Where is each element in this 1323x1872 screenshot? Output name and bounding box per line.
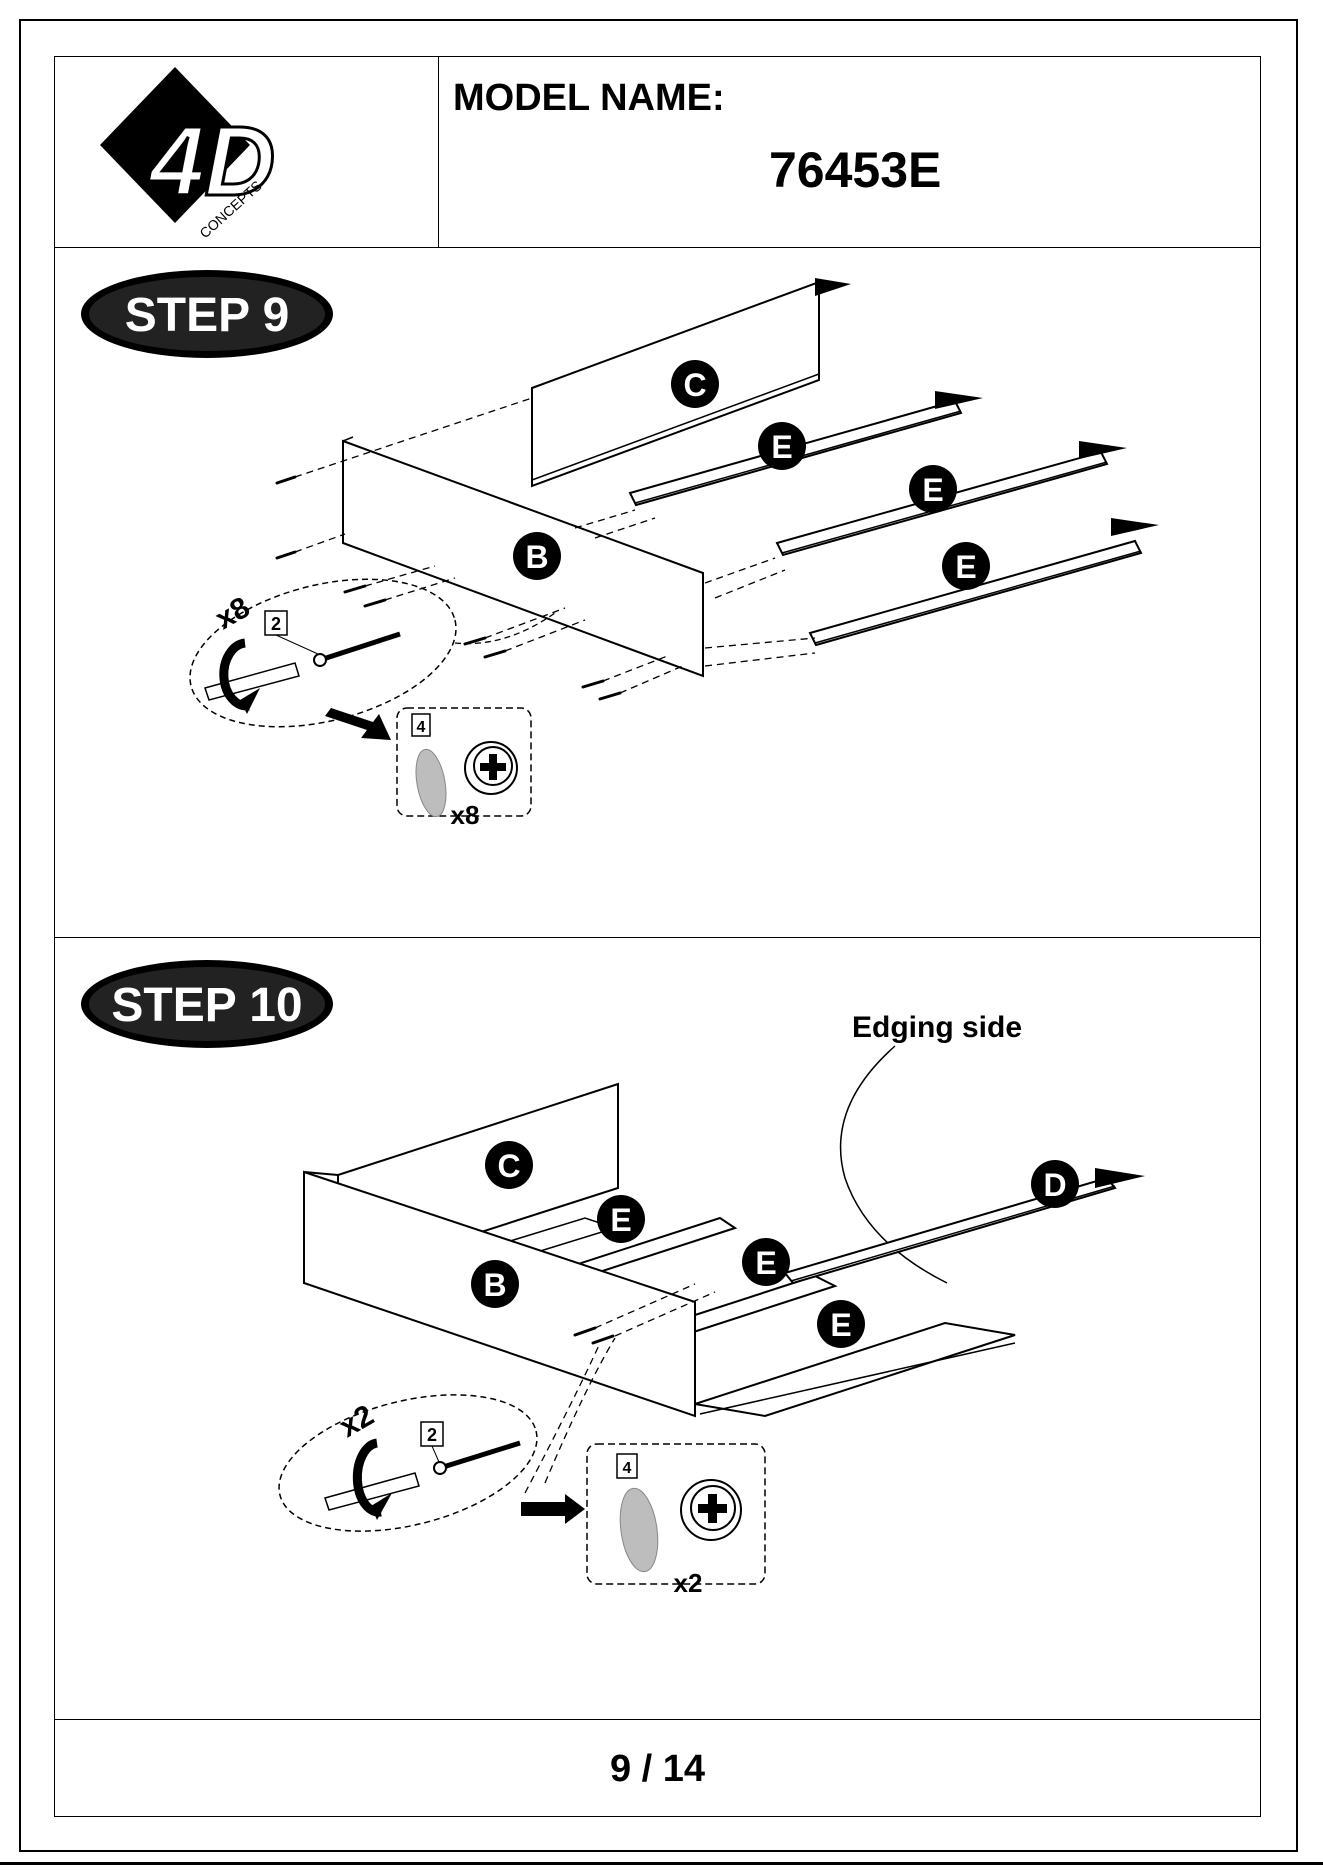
step-10-label-c: C (497, 1148, 520, 1184)
instruction-sheet: 4D CONCEPTS MODEL NAME: 76453E STEP 9 C … (54, 56, 1261, 1817)
model-name-label: MODEL NAME: (453, 77, 725, 120)
step-10-section: STEP 10 Edging side C E E E (55, 938, 1260, 1720)
logo-cell: 4D CONCEPTS (55, 57, 439, 247)
step-10-label-e2: E (755, 1245, 776, 1281)
step-9-cap-part: 4 (417, 719, 426, 736)
page-number: 9 / 14 (55, 1748, 1260, 1791)
step-10-label-b: B (483, 1267, 506, 1303)
step-9-label-e3: E (955, 549, 976, 585)
step-9-screw-part: 2 (271, 614, 281, 634)
step-9-label-e1: E (771, 429, 792, 465)
step-10-label-e1: E (610, 1202, 631, 1238)
step-10-screw-part: 2 (427, 1425, 437, 1445)
model-number: 76453E (769, 141, 941, 199)
step-9-label-c: C (683, 367, 706, 403)
logo-mark: 4D (148, 106, 275, 216)
header-row: 4D CONCEPTS MODEL NAME: 76453E (55, 57, 1260, 248)
step-9-label-e2: E (922, 472, 943, 508)
step-10-cap-count: x2 (674, 1568, 703, 1598)
step-9-title: STEP 9 (125, 289, 290, 342)
step-10-screw-count: x2 (334, 1399, 379, 1444)
step-9-section: STEP 9 C E E E (55, 248, 1260, 938)
step-10-title: STEP 10 (111, 979, 302, 1032)
edging-side-label: Edging side (852, 1011, 1022, 1044)
step-10-diagram: STEP 10 Edging side C E E E (55, 938, 1262, 1720)
step-9-cap-count: x8 (451, 800, 480, 830)
step-9-label-b: B (525, 539, 548, 575)
step-9-screw-count: x8 (210, 591, 255, 636)
step-9-diagram: STEP 9 C E E E (55, 248, 1262, 938)
brand-logo: 4D CONCEPTS (55, 57, 439, 248)
page-bottom-rule (0, 1862, 1323, 1865)
footer-row: 9 / 14 (55, 1720, 1260, 1816)
step-10-cap-part: 4 (623, 1460, 632, 1477)
step-10-label-e3: E (830, 1307, 851, 1343)
step-10-label-d: D (1043, 1167, 1066, 1203)
